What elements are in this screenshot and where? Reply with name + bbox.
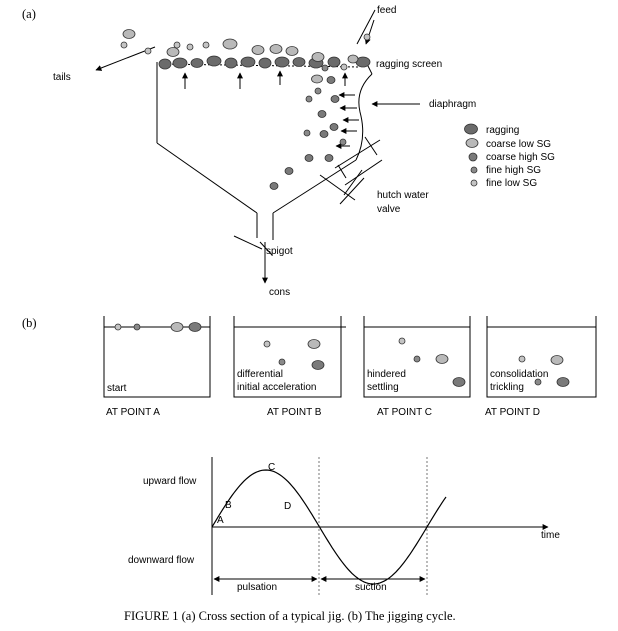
cons-label: cons (269, 287, 290, 298)
point-b-label: AT POINT B (267, 407, 322, 418)
hutch-water-label: hutch water (377, 190, 429, 201)
box-d-text-1: consolidation (490, 369, 548, 380)
box-d-text-2: trickling (490, 382, 524, 393)
flow-wave (211, 469, 447, 585)
diaphragm-label: diaphragm (429, 99, 476, 110)
legend-coarse-high-label: coarse high SG (486, 152, 555, 163)
panel-a-label: (a) (22, 7, 36, 21)
legend-fine-high-swatch (470, 166, 478, 174)
point-d-marker: D (284, 501, 291, 512)
stage-boxes (103, 316, 597, 398)
point-b-marker: B (225, 500, 232, 511)
ragging-screen-label: ragging screen (376, 59, 442, 70)
tails-label: tails (53, 72, 71, 83)
legend-ragging-swatch (464, 123, 478, 135)
legend-coarse-high-swatch (468, 152, 478, 162)
flow-arrows (95, 19, 420, 284)
box-c-text-1: hindered (367, 369, 406, 380)
legend-ragging-label: ragging (486, 125, 519, 136)
cycle-plot (211, 457, 549, 595)
downward-flow-label: downward flow (128, 555, 195, 566)
spigot-label: spigot (266, 246, 293, 257)
panel-b-label: (b) (22, 316, 37, 330)
stage-particles (114, 322, 570, 387)
upward-flow-label: upward flow (143, 476, 197, 487)
pulsation-label: pulsation (237, 582, 277, 593)
jig-particles (120, 29, 371, 190)
legend-fine-high-label: fine high SG (486, 165, 541, 176)
point-a-label: AT POINT A (106, 407, 160, 418)
figure-caption: FIGURE 1 (a) Cross section of a typical … (124, 609, 456, 623)
box-c-text-2: settling (367, 382, 399, 393)
suction-label: suction (355, 582, 387, 593)
point-c-marker: C (268, 462, 275, 473)
legend-fine-low-swatch (470, 179, 478, 187)
box-a-text: start (107, 383, 127, 394)
point-a-marker: A (217, 515, 224, 526)
point-c-label: AT POINT C (377, 407, 432, 418)
feed-label: feed (377, 5, 396, 16)
time-label: time (541, 530, 560, 541)
feed-arrow (364, 19, 375, 45)
point-d-label: AT POINT D (485, 407, 540, 418)
box-b-text-2: initial acceleration (237, 382, 317, 393)
box-b-text-1: differential (237, 369, 283, 380)
legend-fine-low-label: fine low SG (486, 178, 537, 189)
legend-coarse-low-label: coarse low SG (486, 139, 551, 150)
legend-coarse-low-swatch (465, 138, 479, 148)
valve-label: valve (377, 204, 401, 215)
particle-legend (464, 123, 479, 187)
